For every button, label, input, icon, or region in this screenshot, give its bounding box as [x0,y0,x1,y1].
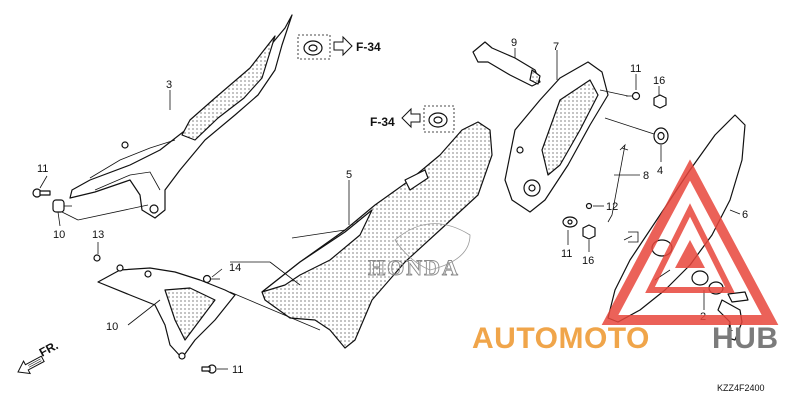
bolt-12 [32,188,51,198]
grommet-11-left [52,199,72,213]
arrow-ref-top [333,35,353,57]
bolt-15-upper [93,254,101,262]
ref-top-label: F-34 [356,40,381,54]
callout-11-right: 11 [561,248,572,260]
diagram-code: KZZ4F2400 [717,383,765,393]
watermark-logo [601,159,779,325]
callout-4: 4 [657,165,663,177]
callout-11-left: 10 [53,229,65,241]
part-10-lower-cover [97,264,236,360]
ref-middle-label: F-34 [370,115,395,129]
callout-3: 3 [166,79,172,91]
part-8-rod [607,143,629,223]
callout-16-lower: 16 [582,255,594,267]
callout-5: 5 [346,169,352,181]
callout-11-top: 11 [630,63,641,75]
callout-8: 8 [643,170,649,182]
callout-16-top: 16 [653,75,665,87]
part-7-inner-cover [504,61,609,213]
callout-13: 11 [232,364,243,376]
washer-14 [585,202,593,210]
bolt-13 [201,364,217,374]
callout-6: 6 [742,209,748,221]
honda-emboss-text: HONDA [368,255,460,280]
honda-wing-emboss [394,223,471,271]
clip-bracket [623,231,639,243]
bolt-15-lower [202,274,220,284]
grommet-middle [423,105,455,133]
watermark-text-primary: AUTOMOTO [472,322,650,355]
grommet-4 [653,127,669,145]
grommet-11-right [562,216,578,228]
part-9-strap [472,41,541,87]
bolt-16-top [653,94,667,109]
arrow-ref-middle [401,107,421,129]
callout-9: 9 [511,37,517,49]
callout-14: 12 [606,201,618,213]
watermark-text-secondary: HUB [712,322,779,355]
callout-15-upper: 13 [92,229,104,241]
callout-7: 7 [553,41,559,53]
bolt-11-top [626,91,641,101]
part-3-upper-cover [69,14,293,219]
bolt-16-lower [582,224,596,240]
callout-12: 11 [37,163,48,175]
callout-15-lower: 14 [229,262,241,274]
callout-10: 10 [106,321,118,333]
front-direction-arrow [17,355,45,375]
grommet-top [297,34,331,60]
part-5-side-cover [261,121,493,349]
callout-1: 1 [727,322,733,334]
